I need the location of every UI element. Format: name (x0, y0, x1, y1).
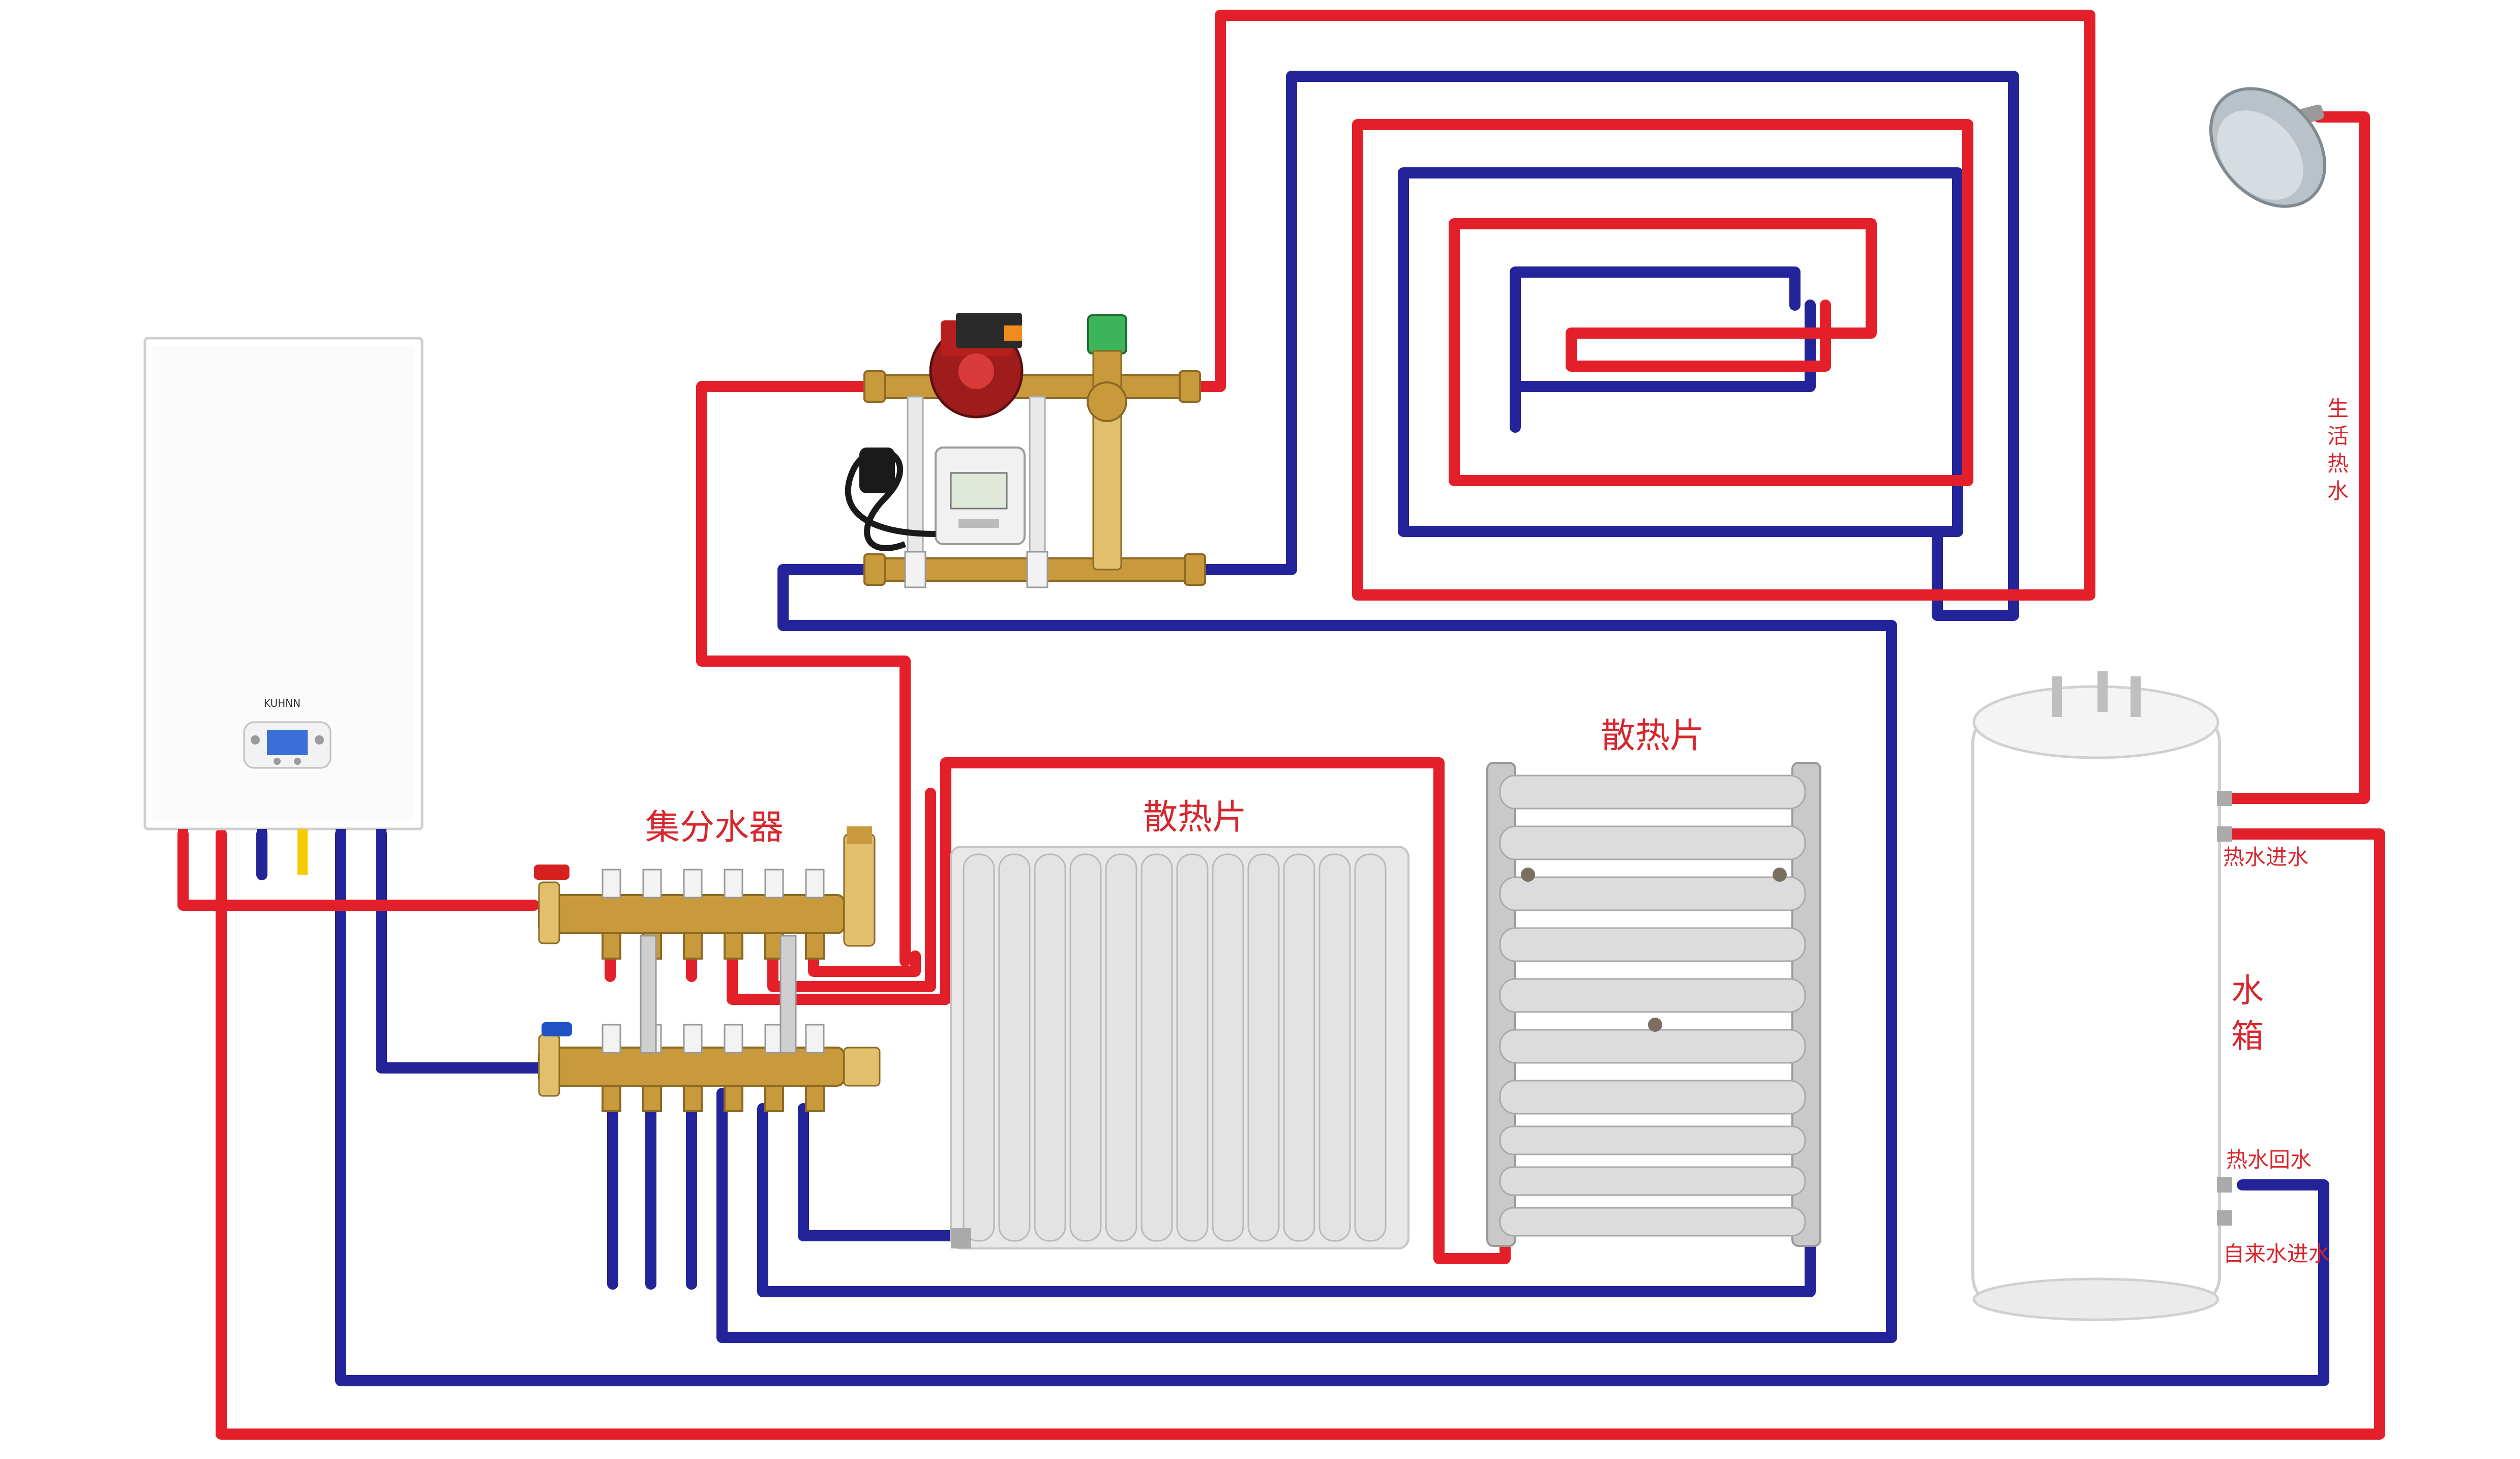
power-plug-icon (845, 448, 936, 551)
boiler-display (267, 730, 308, 755)
shower-head-icon (2209, 87, 2327, 208)
tank-label-line-2: 箱 (2231, 1018, 2264, 1056)
manifold-label: 集分水器 (645, 808, 784, 848)
dhw-label-char-1: 生 (2327, 396, 2349, 421)
radiator-fins (963, 853, 1387, 1242)
manifold-upper-valves (602, 869, 825, 960)
radiator-label-main: 散热片 (1143, 797, 1247, 838)
wall-boiler: KUHNN (143, 337, 424, 875)
tap-water-in-label: 自来水进水 (2223, 1241, 2330, 1266)
dhw-label-char-3: 热 (2327, 451, 2349, 476)
towel-radiator: 散热片 (1486, 716, 1821, 1247)
domestic-hot-water-label: 生 活 热 水 (2327, 396, 2349, 503)
boiler-brand: KUHNN (264, 697, 301, 709)
radiator-label-towel: 散热片 (1601, 716, 1704, 756)
tank-label-line-1: 水 (2231, 972, 2264, 1010)
circulation-pump-icon (929, 313, 1024, 419)
pump-mixing-group (845, 313, 1206, 588)
dhw-label-char-2: 活 (2327, 424, 2349, 449)
supply-pipes (177, 10, 2385, 1440)
hot-water-in-label: 热水进水 (2223, 845, 2308, 870)
hot-water-return-label: 热水回水 (2226, 1147, 2312, 1172)
manifold-lower-valves (602, 1024, 825, 1112)
water-tank: 水 箱 热水进水 热水回水 自来水进水 (1971, 671, 2330, 1321)
manifold: 集分水器 (534, 808, 881, 1112)
column-radiator: 散热片 (950, 797, 1409, 1249)
towel-radiator-bars (1499, 775, 1806, 1237)
dhw-label-char-4: 水 (2327, 479, 2349, 503)
mixing-valve-icon (1087, 314, 1127, 422)
controller-icon (935, 446, 1026, 545)
